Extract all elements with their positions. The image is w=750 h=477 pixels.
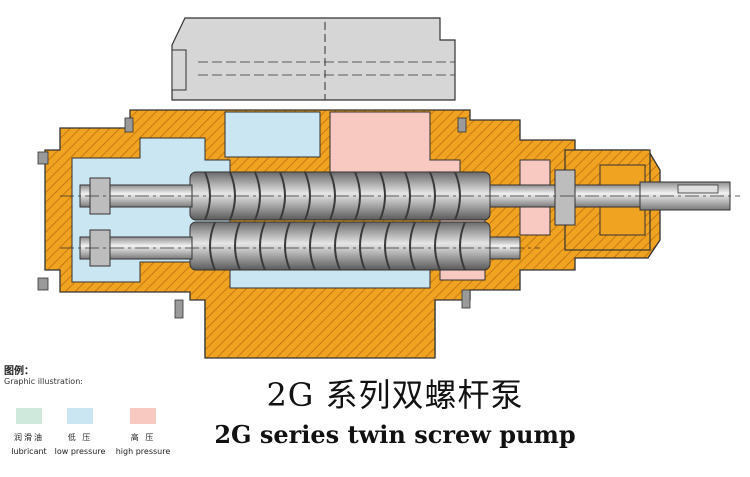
- legend-label-en: lubricant: [11, 447, 47, 456]
- legend-label-en: low pressure: [54, 447, 106, 456]
- legend-label-cn: 润滑油: [14, 433, 44, 442]
- legend-item-high-pressure: 高 压 high pressure: [108, 408, 178, 456]
- shafts: [60, 169, 740, 267]
- top-housing: [171, 17, 456, 101]
- legend-label-cn: 高 压: [130, 433, 156, 442]
- legend-item-low-pressure: 低 压 low pressure: [45, 408, 115, 456]
- title-english: 2G series twin screw pump: [214, 420, 576, 449]
- low-pressure-swatch: [67, 408, 93, 424]
- legend-subtitle: Graphic illustration:: [4, 377, 83, 386]
- high-pressure-swatch: [130, 408, 156, 424]
- legend-label-cn: 低 压: [67, 433, 93, 442]
- pump-cross-section-diagram: [37, 17, 740, 359]
- legend-label-en: high pressure: [115, 447, 171, 456]
- legend-title: 图例：: [4, 366, 34, 377]
- lubricant-swatch: [16, 408, 42, 424]
- legend-item-lubricant: 润滑油 lubricant: [0, 408, 64, 456]
- title-chinese: 2G 系列双螺杆泵: [266, 376, 524, 414]
